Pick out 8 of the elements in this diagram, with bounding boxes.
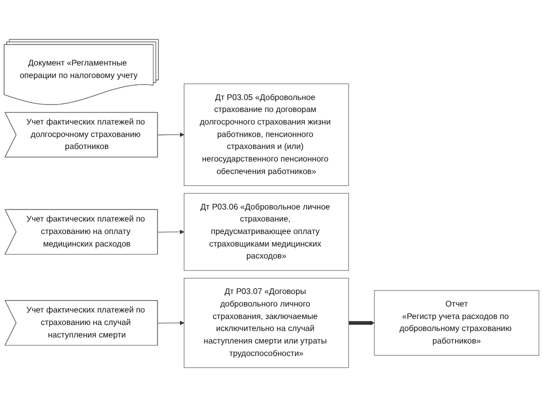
arrow [348, 320, 375, 326]
arrow [158, 132, 184, 137]
arrow [158, 320, 184, 326]
node-box: Отчет «Регистр учета расходов по добровольному страхованию работников» [374, 290, 540, 356]
node-box: Дт Р03.06 «Добровольное личное страхование, предусматривающее оплату страховщиками медицинских расходов» [184, 193, 349, 271]
arrow [158, 230, 184, 234]
node-box: Дт Р03.07 «Договоры добровольного личного страхования, заключаемые исключительно на случай наступления смерти или утраты трудоспособности» [184, 278, 349, 368]
node-box: Дт Р03.05 «Добровольное страхование по договорам долгосрочного страхования жизни работников, пенсионного страхования и (или) негосударственного пенсионного обеспечения работников» [184, 84, 349, 186]
